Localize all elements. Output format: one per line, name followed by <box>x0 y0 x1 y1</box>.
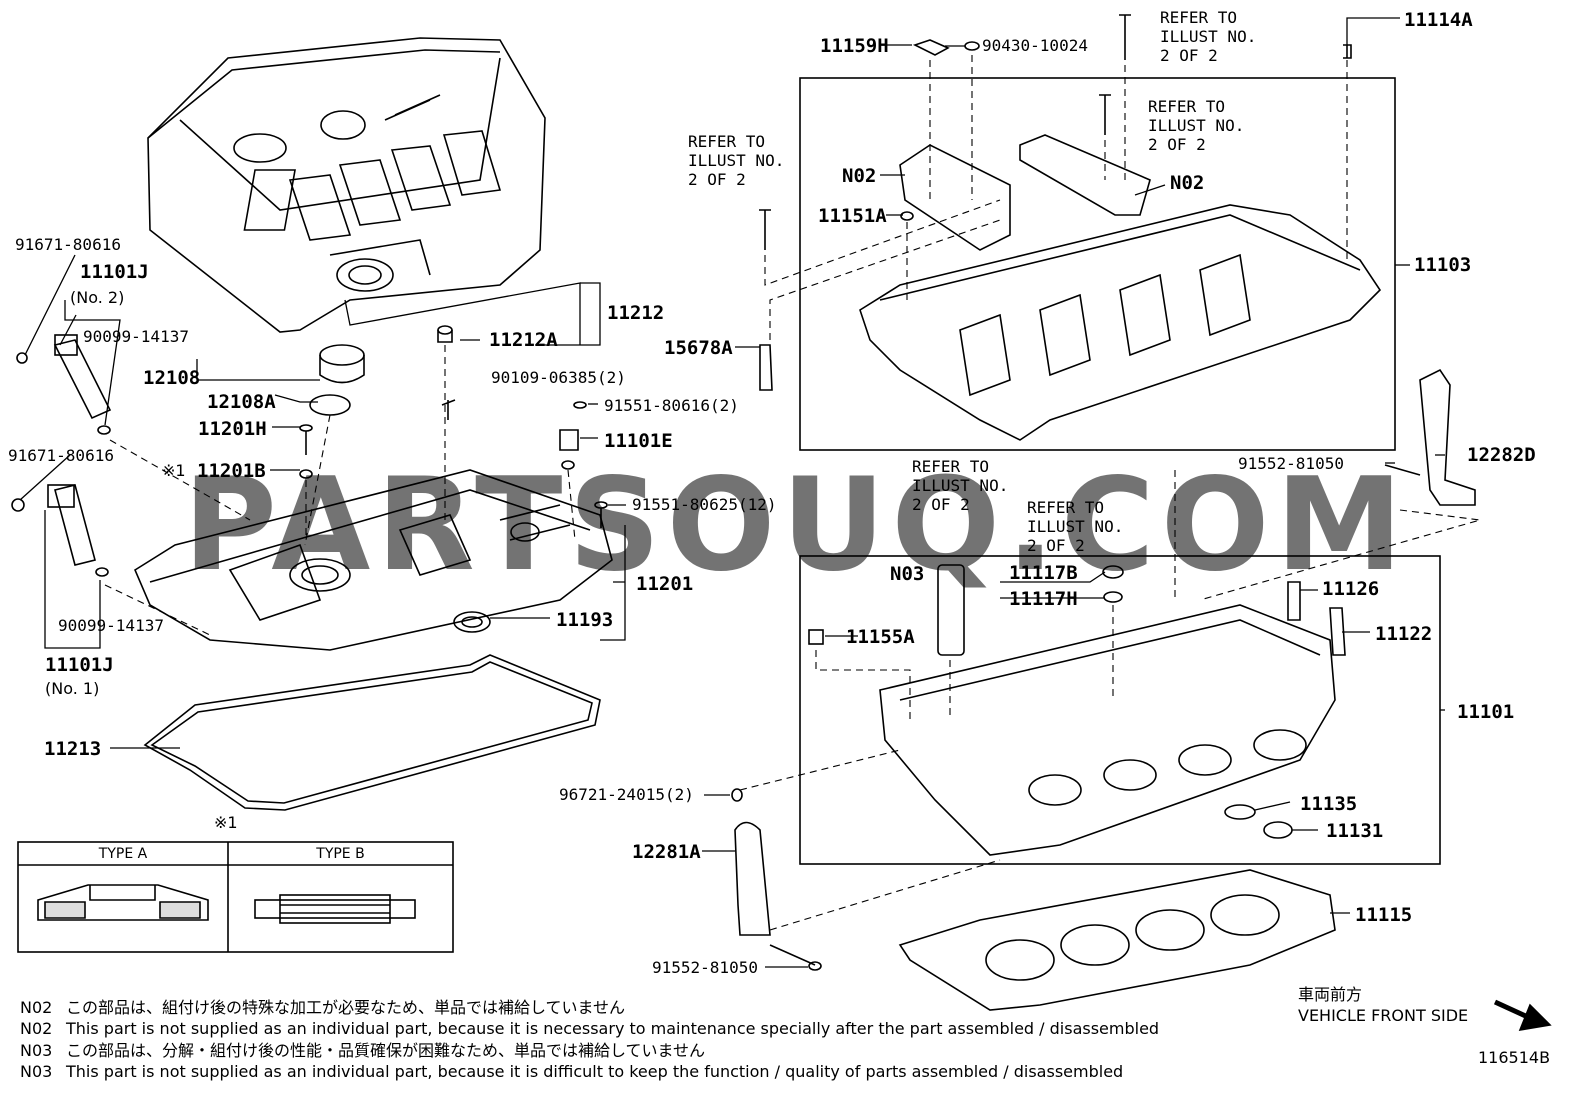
refer-to-illust-3[interactable]: REFER TO ILLUST NO. 2 OF 2 <box>688 132 785 189</box>
part-label-11101J-no2-sub: (No. 2) <box>70 288 125 307</box>
part-label-11101J-no1-sub: (No. 1) <box>45 679 100 698</box>
note-marker-star1-top: ※1 <box>162 461 186 480</box>
leader-lines <box>19 17 1445 968</box>
engine-hanger-rear-drawing <box>1384 368 1476 506</box>
part-label-91552-81050-bottom: 91552-81050 <box>652 958 758 977</box>
refer-to-illust-5[interactable]: REFER TO ILLUST NO. 2 OF 2 <box>1027 498 1124 555</box>
part-label-91551-80616: 91551-80616(2) <box>604 396 739 415</box>
part-label-12282D: 12282D <box>1467 444 1536 466</box>
footnote-text: This part is not supplied as an individu… <box>66 1062 1124 1081</box>
part-label-11201H: 11201H <box>198 418 267 440</box>
head-gasket-drawing <box>898 869 1336 1011</box>
part-label-12281A: 12281A <box>632 841 701 863</box>
part-label-11101: 11101 <box>1457 701 1515 723</box>
part-label-12108: 12108 <box>143 367 201 389</box>
part-label-11212: 11212 <box>607 302 665 324</box>
part-label-91671-80616-bottom: 91671-80616 <box>8 446 114 465</box>
footnote-code: N03 <box>20 1041 53 1060</box>
head-cover-gasket-drawing <box>143 654 601 811</box>
cylinder-head-cover-drawing <box>133 469 613 651</box>
vehicle-front-label-jp: 車両前方 <box>1298 985 1363 1004</box>
part-label-91552-81050-top: 91552-81050 <box>1238 454 1344 473</box>
part-label-11213: 11213 <box>44 738 102 760</box>
footnote-code: N02 <box>20 998 53 1017</box>
footnote-N02-en: N02 This part is not supplied as an indiv… <box>20 1021 1159 1037</box>
part-label-12108A: 12108A <box>207 391 276 413</box>
part-label-11117B: 11117B <box>1009 562 1078 584</box>
footnote-N03-jp: N03 この部品は、分解・組付け後の性能・品質確保が困難なため、単品では補給してい… <box>20 1043 705 1059</box>
legend-box-drawing <box>17 841 454 953</box>
vehicle-front-arrow-icon <box>1493 999 1552 1032</box>
part-label-11155A: 11155A <box>846 626 915 648</box>
vehicle-front-label-en: VEHICLE FRONT SIDE <box>1298 1006 1469 1025</box>
footnote-code: N02 <box>20 1019 53 1038</box>
part-label-11103: 11103 <box>1414 254 1472 276</box>
part-label-11151A: 11151A <box>818 205 887 227</box>
legend-type-a: TYPE A <box>98 846 148 862</box>
footnote-text: この部品は、分解・組付け後の性能・品質確保が困難なため、単品では補給していません <box>66 1041 706 1060</box>
part-label-90099-14137-top: 90099-14137 <box>83 327 189 346</box>
footnote-code: N03 <box>20 1062 53 1081</box>
part-label-11101J-no1: 11101J <box>45 654 114 676</box>
engine-cover-drawing <box>147 37 546 333</box>
part-label-11193: 11193 <box>556 609 614 631</box>
figure-id: 116514B <box>1478 1048 1551 1067</box>
part-label-90430-10024: 90430-10024 <box>982 36 1088 55</box>
part-label-11117H: 11117H <box>1009 588 1078 610</box>
part-label-11201B: 11201B <box>197 460 266 482</box>
refer-to-illust-2[interactable]: REFER TO ILLUST NO. 2 OF 2 <box>1148 97 1245 154</box>
cylinder-head-drawing <box>731 555 1441 865</box>
part-label-11115: 11115 <box>1355 904 1413 926</box>
camshaft-housing-drawing <box>759 14 1396 451</box>
dashed-assembly-lines <box>104 55 1481 931</box>
legend-type-b: TYPE B <box>316 846 365 862</box>
note-marker-star1-legend: ※1 <box>214 813 238 832</box>
small-parts-drawing <box>299 325 608 633</box>
footnote-text: この部品は、組付け後の特殊な加工が必要なため、単品では補給していません <box>66 998 626 1017</box>
part-label-11201: 11201 <box>636 573 694 595</box>
part-label-11126: 11126 <box>1322 578 1380 600</box>
part-label-N03: N03 <box>890 563 925 585</box>
watermark: PARTSOUQ.COM <box>183 451 1409 600</box>
part-label-96721-24015: 96721-24015(2) <box>559 785 694 804</box>
part-label-N02-left: N02 <box>842 165 877 187</box>
part-label-15678A: 15678A <box>664 337 733 359</box>
part-label-11122: 11122 <box>1375 623 1433 645</box>
refer-to-illust-1[interactable]: REFER TO ILLUST NO. 2 OF 2 <box>1160 8 1257 65</box>
footnote-text: This part is not supplied as an individu… <box>66 1019 1160 1038</box>
refer-to-illust-4[interactable]: REFER TO ILLUST NO. 2 OF 2 <box>912 457 1009 514</box>
engine-hanger-front-drawing <box>734 821 822 971</box>
part-label-11101J-no2: 11101J <box>80 261 149 283</box>
part-label-11114A: 11114A <box>1404 9 1473 31</box>
footnote-N02-jp: N02 この部品は、組付け後の特殊な加工が必要なため、単品では補給していません <box>20 1000 625 1016</box>
part-label-11101E: 11101E <box>604 430 673 452</box>
footnote-N03-en: N03 This part is not supplied as an indiv… <box>20 1064 1123 1080</box>
part-label-11212A: 11212A <box>489 329 558 351</box>
part-label-91551-80625: 91551-80625(12) <box>632 495 777 514</box>
part-label-90099-14137-bottom: 90099-14137 <box>58 616 164 635</box>
part-label-90109-06385: 90109-06385(2) <box>491 368 626 387</box>
ocv-valves-drawing <box>11 334 112 577</box>
part-label-91671-80616-top: 91671-80616 <box>15 235 121 254</box>
part-label-11159H: 11159H <box>820 35 889 57</box>
part-label-11131: 11131 <box>1326 820 1384 842</box>
part-label-11135: 11135 <box>1300 793 1358 815</box>
part-label-N02-right: N02 <box>1170 172 1205 194</box>
